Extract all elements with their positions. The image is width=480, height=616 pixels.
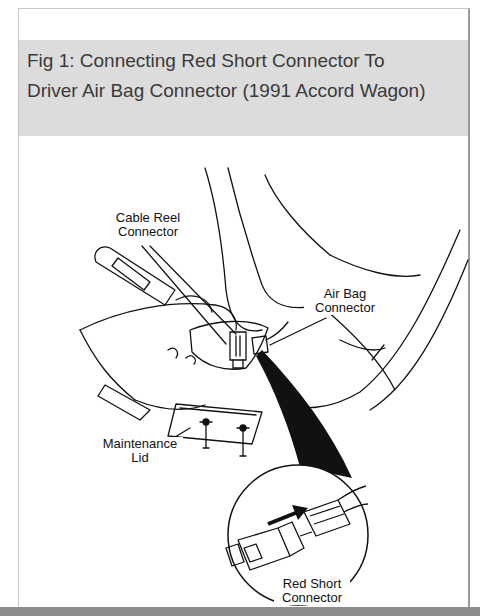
part-label: Red Short Connector <box>274 577 350 605</box>
part-label: Cable Reel Connector <box>107 211 189 239</box>
part-label: Air Bag Connector <box>304 287 386 315</box>
part-label: Maintenance Lid <box>97 437 183 465</box>
scroll-bar <box>0 607 480 616</box>
figure-caption: Fig 1: Connecting Red Short Connector To… <box>27 46 427 106</box>
